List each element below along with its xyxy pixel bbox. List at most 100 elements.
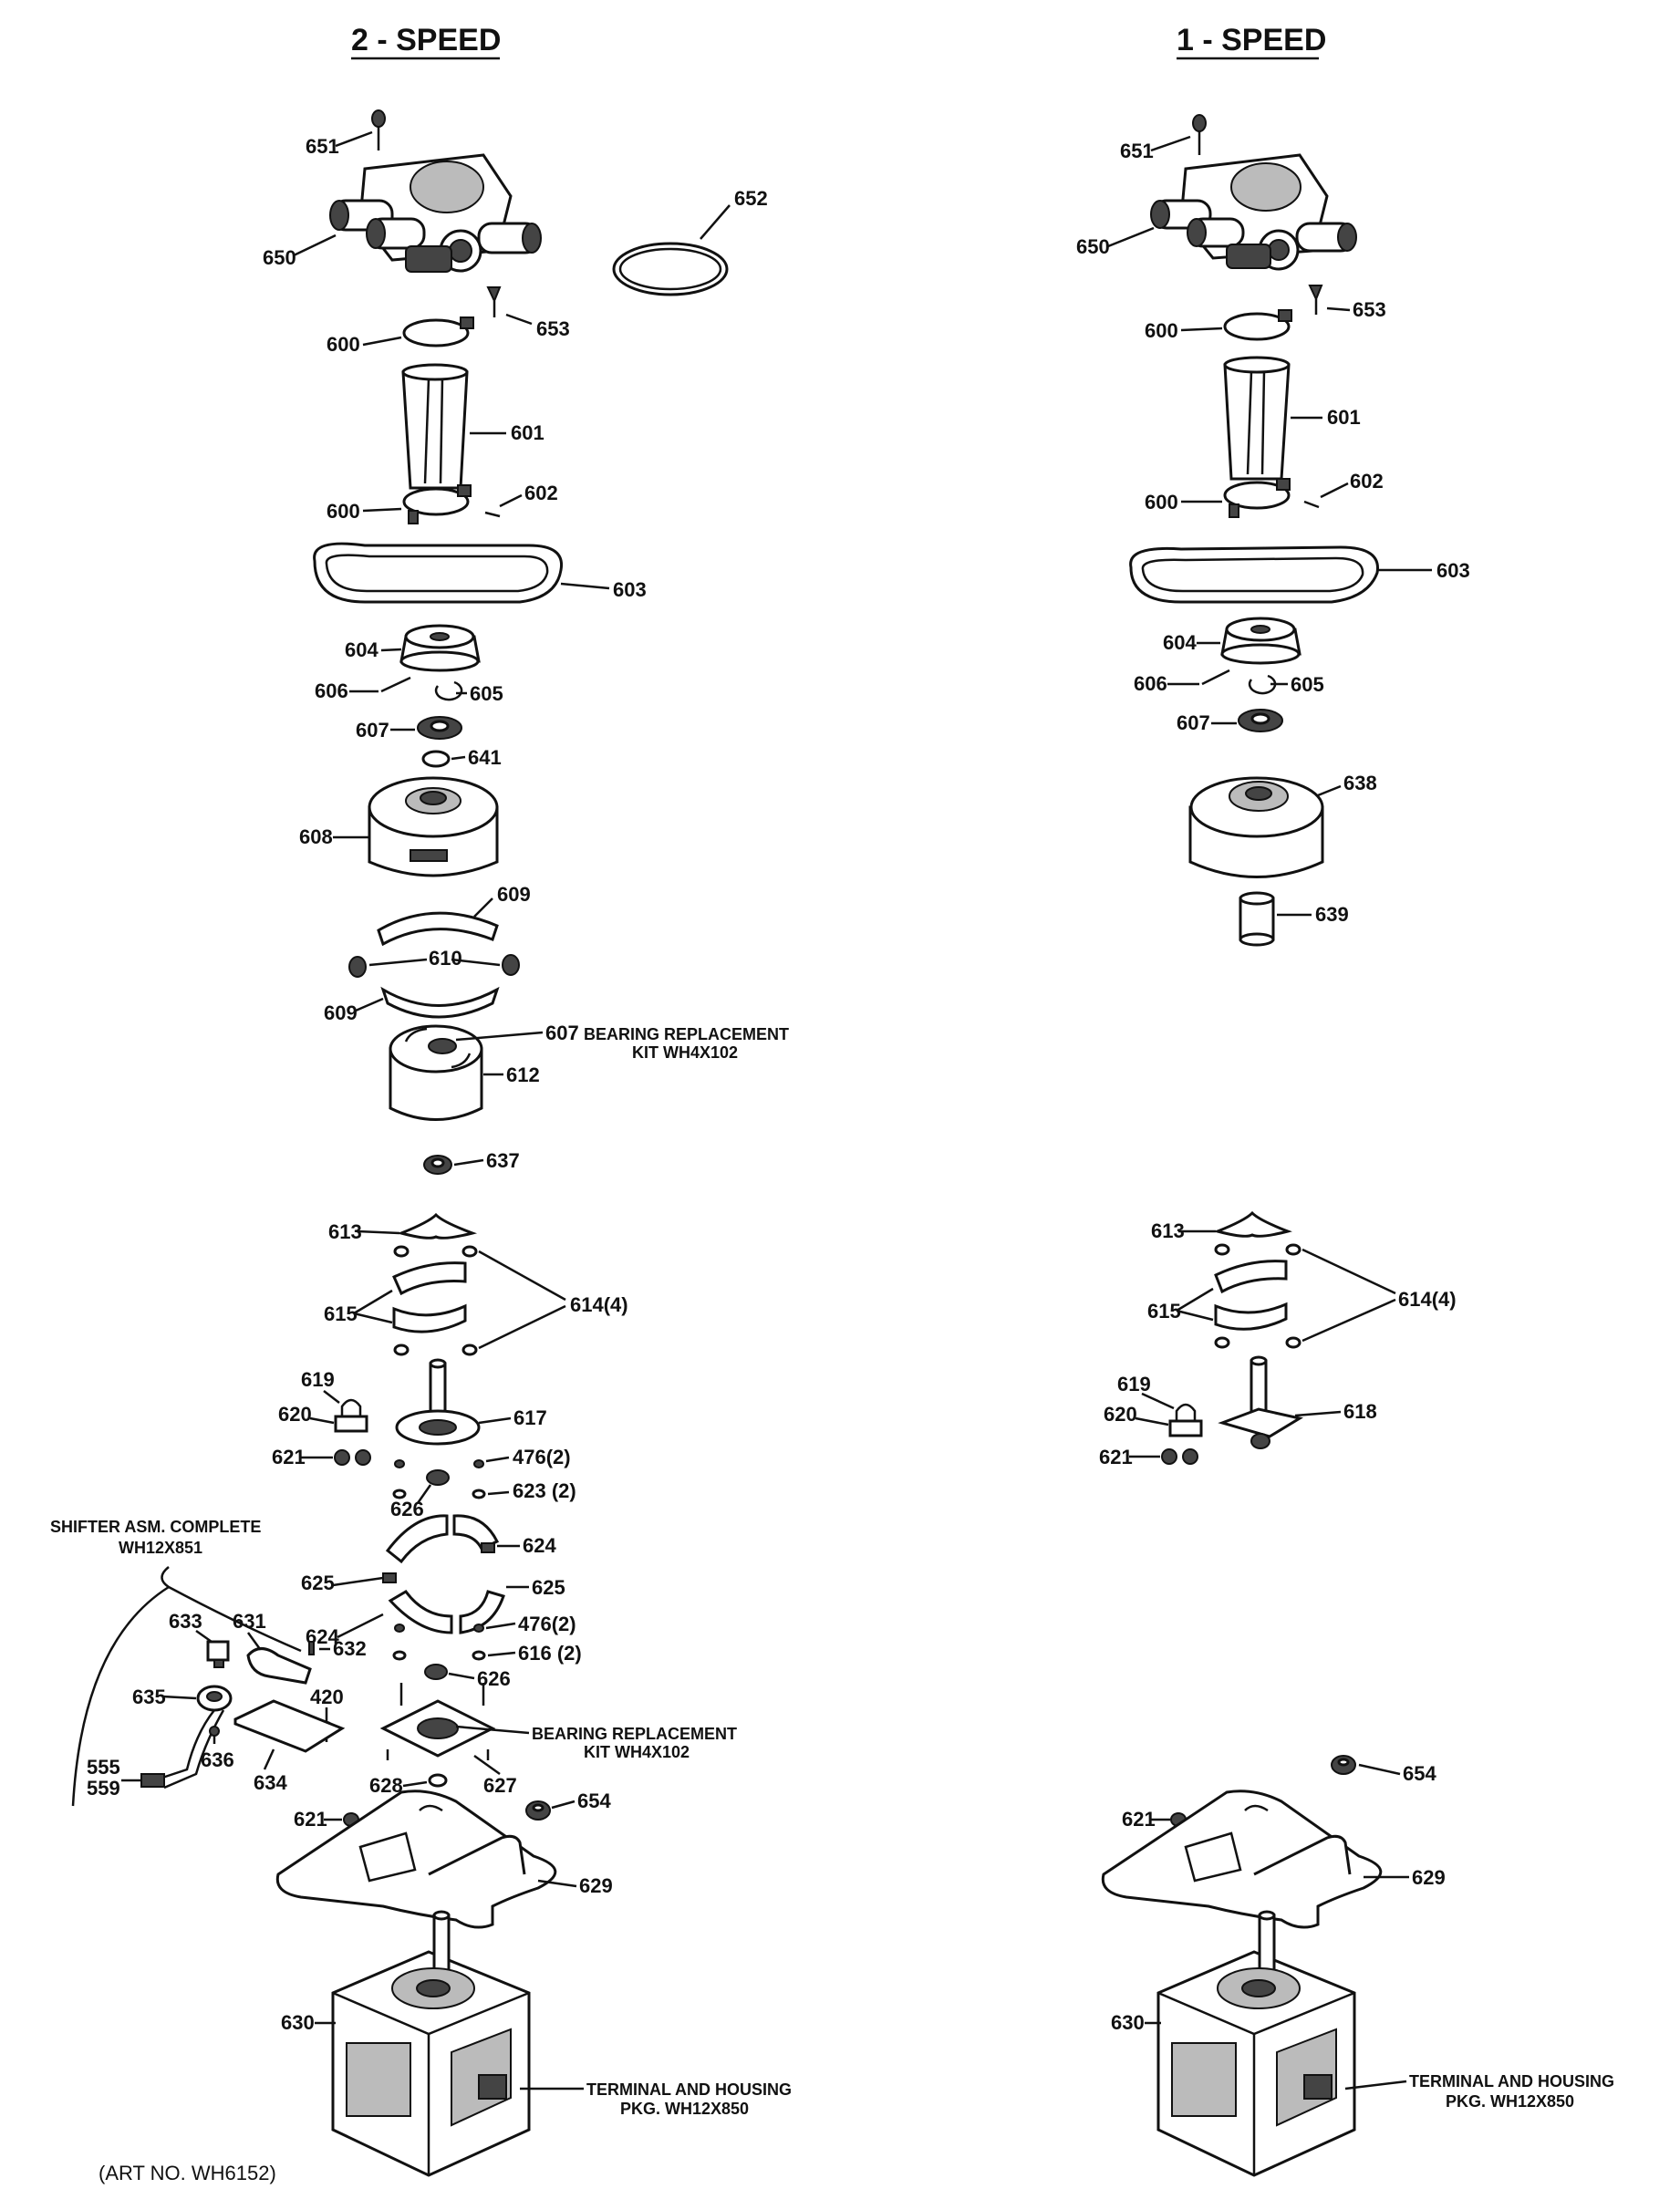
label-614: 614(4) (570, 1293, 628, 1316)
r-label-650: 650 (1076, 235, 1110, 258)
label-476-top: 476(2) (513, 1446, 571, 1468)
label-650: 650 (263, 246, 296, 269)
part-617-drive-plate (395, 1358, 481, 1446)
title-2-speed: 2 - SPEED (351, 23, 501, 57)
part-626-bottom (424, 1664, 448, 1680)
label-476-bottom: 476(2) (518, 1613, 576, 1635)
r-label-600-top: 600 (1145, 319, 1178, 342)
part-600-clamp-bottom (402, 484, 472, 524)
part-606-key (380, 676, 411, 693)
r-part-613-plate (1213, 1210, 1292, 1238)
r-part-615-pads (1214, 1260, 1288, 1331)
part-631-lever (246, 1647, 312, 1685)
part-600-clamp-top (402, 316, 474, 348)
note-bearing-kit2-line1: BEARING REPLACEMENT (532, 1725, 737, 1743)
label-632: 632 (333, 1637, 367, 1660)
part-635-solenoid (140, 1685, 233, 1790)
part-652-ring (612, 242, 729, 296)
r-part-653-screw (1308, 285, 1323, 315)
r-label-602: 602 (1350, 470, 1384, 493)
label-636: 636 (201, 1748, 234, 1771)
r-label-603: 603 (1436, 559, 1470, 582)
part-603-belt (313, 542, 564, 604)
label-555: 555 (87, 1756, 120, 1779)
note-terminal-right-line1: TERMINAL AND HOUSING (1409, 2072, 1614, 2090)
r-label-600-bottom: 600 (1145, 491, 1178, 514)
label-606: 606 (315, 680, 348, 702)
label-610: 610 (429, 947, 462, 970)
r-label-619: 619 (1117, 1373, 1151, 1395)
part-608-clutch-drum (368, 776, 499, 877)
label-626-bottom: 626 (477, 1667, 511, 1690)
label-609-top: 609 (497, 883, 531, 906)
part-654-nut (525, 1800, 551, 1821)
r-label-639: 639 (1315, 903, 1349, 926)
r-label-615: 615 (1147, 1300, 1181, 1323)
r-part-651-screw (1192, 114, 1207, 155)
part-641-washer (421, 750, 451, 768)
part-607-bearing (417, 716, 462, 740)
r-part-600-clamp-top (1223, 309, 1292, 341)
r-label-601: 601 (1327, 406, 1361, 429)
label-605: 605 (470, 682, 503, 705)
r-part-604-pulley (1220, 617, 1301, 665)
part-613-plate (397, 1212, 478, 1240)
r-part-602-pin (1303, 500, 1320, 509)
note-shifter-line2: WH12X851 (119, 1539, 202, 1557)
label-601: 601 (511, 421, 544, 444)
r-label-618: 618 (1343, 1400, 1377, 1423)
part-634-bracket (233, 1699, 346, 1753)
part-637-nut (423, 1155, 452, 1175)
r-label-604: 604 (1163, 631, 1197, 654)
r-part-601-sleeve (1223, 356, 1291, 481)
label-559: 559 (87, 1777, 120, 1800)
r-part-629-mounting-plate (1101, 1790, 1383, 1929)
label-612: 612 (506, 1063, 540, 1086)
label-609-bottom: 609 (324, 1001, 358, 1024)
r-part-607-bearing (1238, 709, 1283, 732)
label-604: 604 (345, 638, 379, 661)
r-part-638-drum (1188, 776, 1324, 878)
r-label-614: 614(4) (1398, 1288, 1457, 1311)
r-label-605: 605 (1291, 673, 1324, 696)
label-621-lower: 621 (294, 1808, 327, 1831)
label-637: 637 (486, 1149, 520, 1172)
r-part-603-belt (1129, 545, 1379, 604)
r-label-654: 654 (1403, 1762, 1436, 1785)
right-assembly: 651 650 653 600 (1076, 114, 1614, 2177)
part-609-brake-shoe-top (377, 911, 499, 947)
label-631: 631 (233, 1610, 266, 1633)
label-615: 615 (324, 1302, 358, 1325)
note-bearing-kit-line1: BEARING REPLACEMENT (584, 1025, 789, 1043)
r-part-618-drive (1218, 1355, 1303, 1449)
label-625-left: 625 (301, 1572, 335, 1594)
label-633: 633 (169, 1610, 202, 1633)
label-651: 651 (306, 135, 339, 158)
label-653: 653 (536, 317, 570, 340)
part-605-retaining-ring (434, 680, 463, 701)
label-654: 654 (577, 1790, 611, 1812)
r-part-630-motor (1156, 1910, 1356, 2177)
label-420: 420 (310, 1686, 344, 1708)
r-part-639-sleeve (1239, 891, 1275, 947)
r-part-606-key (1201, 669, 1230, 686)
label-608: 608 (299, 825, 333, 848)
r-part-654-nut (1331, 1755, 1356, 1775)
art-number: (ART NO. WH6152) (99, 2162, 276, 2184)
r-part-621-nuts (1161, 1448, 1198, 1465)
part-653-screw (486, 286, 502, 317)
r-label-621-lower: 621 (1122, 1808, 1156, 1831)
part-624-625-shoes (382, 1514, 505, 1634)
label-607: 607 (356, 719, 389, 742)
part-651-screw (371, 109, 386, 150)
r-part-614-washers (1214, 1243, 1301, 1349)
r-part-650-pump (1150, 153, 1357, 271)
title-1-speed: 1 - SPEED (1177, 23, 1326, 57)
r-part-605-retaining-ring (1248, 674, 1277, 695)
r-label-621-top: 621 (1099, 1446, 1133, 1468)
part-612-hub (389, 1024, 483, 1121)
label-600-bottom: 600 (327, 500, 360, 523)
part-609-brake-shoe-bottom (380, 986, 500, 1019)
part-633-block (206, 1640, 230, 1668)
